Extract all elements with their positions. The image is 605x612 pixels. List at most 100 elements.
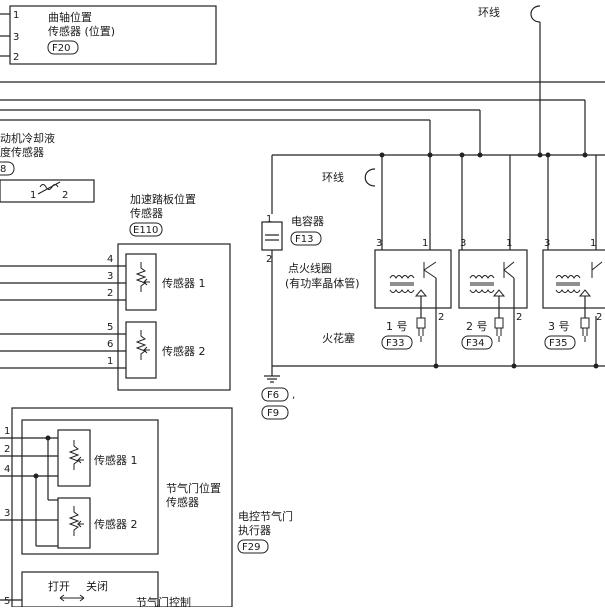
throttle-s1-wiper-icon [76, 456, 84, 464]
throttle-control-label: 节气门控制 [136, 595, 191, 607]
coil-1-pin-2: 2 [438, 312, 444, 323]
connector-f9-frame [261, 405, 289, 420]
coil-1-secondary-icon [389, 289, 415, 293]
crank-sensor-box [9, 5, 217, 65]
capacitor-pin-2: 2 [266, 254, 272, 265]
accel-sensor: 加速踏板位置 传感器 E110 传感器 1 传感器 2 4 3 2 5 6 1 [0, 192, 231, 391]
accel-outer-box [117, 243, 231, 391]
connector-f34-frame [461, 335, 493, 350]
spark-plug-3-icon [580, 317, 590, 342]
coil-2-pin-1: 1 [506, 238, 512, 249]
ring-top-label: 环线 [478, 5, 500, 19]
coil-2-box [458, 249, 528, 309]
capacitor-label: 电容器 [291, 214, 324, 228]
coolant-title-1: 动机冷却液 [0, 131, 55, 145]
throttle-s2-box [57, 497, 91, 549]
accel-s2-resistor-icon [135, 330, 147, 360]
spark-plug-1-icon [416, 317, 426, 342]
coolant-box [0, 179, 95, 203]
coil-1-number: 1 号 [386, 320, 408, 333]
coolant-connector-frame [0, 161, 15, 176]
ignition-title-1: 点火线圈 [288, 261, 332, 275]
connector-f29-frame [237, 539, 269, 554]
accel-s1-box [125, 253, 157, 311]
coolant-pin-1: 1 [30, 190, 36, 201]
throttle-open-label: 打开 [48, 579, 70, 593]
connector-f20-label: F20 [52, 43, 70, 54]
ignition-title-2: (有功率晶体管) [285, 276, 360, 290]
connector-f33-label: F33 [386, 338, 404, 349]
throttle-pin-4: 4 [4, 464, 10, 475]
connector-f34-label: F34 [466, 338, 484, 349]
coil-2-secondary-icon [469, 289, 495, 293]
actuator-title-1: 电控节气门 [238, 509, 293, 523]
coil-1-box [374, 249, 452, 309]
accel-pin-2: 2 [107, 288, 113, 299]
connector-e110-frame [129, 222, 163, 237]
accel-title-1: 加速踏板位置 [130, 192, 196, 206]
connector-f13-label: F13 [295, 234, 313, 245]
ground-bus: F6 , F9 [261, 316, 605, 420]
coil-3-box [542, 249, 605, 309]
accel-title-2: 传感器 [130, 207, 163, 220]
throttle-s2-wiper-icon [76, 520, 84, 528]
connector-f35-label: F35 [549, 338, 567, 349]
capacitor: 1 2 电容器 F13 [261, 214, 324, 366]
accel-pin-5: 5 [107, 322, 113, 333]
coil-3-primary-icon [555, 275, 581, 279]
coil-3-pin-1: 1 [590, 238, 596, 249]
coil-3-diode-icon [578, 289, 592, 297]
spark-plug-label: 火花塞 [322, 331, 355, 345]
connector-f29-label: F29 [242, 542, 260, 553]
coil-power-bus [271, 152, 605, 250]
accel-s2-wiper-icon [142, 346, 150, 354]
connector-f35-frame [544, 335, 576, 350]
coil-1-pin-1: 1 [422, 238, 428, 249]
coil-1-primary-icon [389, 275, 415, 279]
coolant-sensor: 动机冷却液 度传感器 8 1 2 [0, 131, 95, 203]
accel-s1-wiper-icon [142, 278, 150, 286]
accel-sensor-1-label: 传感器 1 [162, 277, 206, 290]
bus-wires [0, 81, 605, 155]
accel-pin-3: 3 [107, 271, 113, 282]
actuator-title-2: 执行器 [238, 523, 271, 537]
coil-3-secondary-icon [555, 289, 581, 293]
coil-2-primary-icon [469, 275, 495, 279]
ring-top-symbol [530, 5, 541, 23]
throttle-s2-resistor-icon [68, 506, 80, 536]
accel-pin-4: 4 [107, 254, 113, 265]
accel-pin-1: 1 [107, 356, 113, 367]
coolant-connector-label: 8 [0, 164, 6, 175]
connector-e110-label: E110 [133, 225, 158, 236]
throttle-control-pin-5: 5 [4, 596, 10, 607]
crank-sensor-title-2: 传感器 (位置) [48, 24, 115, 38]
coil-2-pin-3: 3 [460, 238, 466, 249]
throttle-s1-box [57, 429, 91, 487]
thermistor-icon [39, 184, 59, 190]
spark-plug-2-icon [494, 317, 504, 342]
capacitor-body [261, 221, 283, 251]
ring-mid-symbol [364, 168, 376, 187]
coil-3-pin-3: 3 [544, 238, 550, 249]
accel-s2-box [125, 321, 157, 379]
crank-pin-1: 1 [13, 10, 19, 21]
coil-2-pin-2: 2 [516, 312, 522, 323]
connector-f9-label: F9 [267, 408, 279, 419]
crank-sensor: 曲轴位置 传感器 (位置) F20 1 3 2 [0, 5, 217, 65]
capacitor-pin-1: 1 [266, 214, 272, 225]
coolant-title-2: 度传感器 [0, 145, 44, 159]
coil-2-number: 2 号 [466, 320, 488, 333]
throttle-sensor-1-label: 传感器 1 [94, 454, 138, 467]
throttle-pin-1: 1 [4, 426, 10, 437]
coil-2-diode-icon [492, 289, 506, 297]
coil-3-pin-2: 2 [596, 312, 602, 323]
connector-f20-frame [47, 40, 79, 55]
coil-3-number: 3 号 [548, 320, 570, 333]
throttle-title-2: 传感器 [166, 496, 199, 509]
accel-sensor-2-label: 传感器 2 [162, 345, 206, 358]
double-arrow-icon [59, 594, 85, 602]
ground-separator: , [292, 390, 295, 401]
throttle-pin-3: 3 [4, 508, 10, 519]
